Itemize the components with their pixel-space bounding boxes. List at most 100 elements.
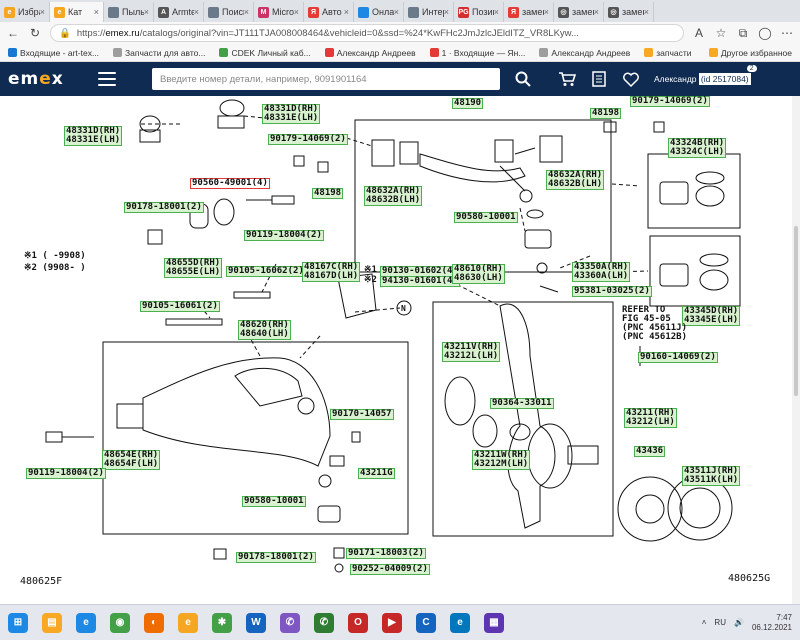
tab-close-icon[interactable]: ×	[293, 7, 299, 17]
bookmark-item[interactable]: Запчасти для авто...	[113, 48, 205, 58]
bookmark-item[interactable]: Другое избранное	[708, 48, 792, 58]
part-label[interactable]: 90580-10001	[242, 496, 306, 507]
tab-close-icon[interactable]: ×	[443, 7, 449, 17]
part-label[interactable]: 90179-14069(2)	[630, 96, 710, 107]
browser-tab[interactable]: AArmtek×	[154, 2, 204, 22]
tab-close-icon[interactable]: ×	[593, 7, 599, 17]
more-menu-icon[interactable]: ⋯	[781, 26, 793, 40]
part-label[interactable]: 48620(RH)48640(LH)	[238, 320, 291, 340]
clock[interactable]: 7:47 06.12.2021	[752, 613, 792, 633]
part-label[interactable]: 43350A(RH)43360A(LH)	[572, 262, 631, 282]
part-label[interactable]: 48632A(RH)48632B(LH)	[364, 186, 423, 206]
part-label[interactable]: 90178-18001(2)	[124, 202, 204, 213]
tab-close-icon[interactable]: ×	[143, 7, 149, 17]
language-indicator[interactable]: RU	[714, 618, 726, 627]
ccleaner-app-icon[interactable]: C	[416, 612, 436, 633]
word-app-icon[interactable]: W	[246, 612, 266, 633]
tab-close-icon[interactable]: ×	[643, 7, 649, 17]
url-field[interactable]: 🔒 https:// emex.ru /catalogs/original?vi…	[50, 24, 684, 42]
opera-app-icon[interactable]: O	[348, 612, 368, 633]
start-app-icon[interactable]: ⊞	[8, 612, 28, 633]
part-label[interactable]: 48331D(RH)48331E(LH)	[262, 104, 321, 124]
tab-close-icon[interactable]: ×	[343, 7, 349, 17]
part-label[interactable]: 90119-18004(2)	[244, 230, 324, 241]
files-app-icon[interactable]: ▤	[42, 612, 62, 633]
bookmark-item[interactable]: Входящие - art-tex...	[8, 48, 99, 58]
part-label[interactable]: 43211V(RH)43212L(LH)	[442, 342, 501, 362]
user-account[interactable]: Александр (id 2517084) 2	[654, 65, 757, 85]
part-label[interactable]: 48198	[312, 188, 344, 199]
part-label[interactable]: 90560-49001(4)	[190, 178, 270, 189]
bookmark-item[interactable]: CDEK Личный каб...	[219, 48, 311, 58]
back-arrow-icon[interactable]: ←	[7, 26, 19, 40]
part-label[interactable]: 90160-14069(2)	[638, 352, 718, 363]
tab-close-icon[interactable]: ×	[543, 7, 549, 17]
browser-tab[interactable]: eИзбран×	[0, 2, 50, 22]
collections-icon[interactable]: ⧉	[738, 25, 748, 40]
tab-close-icon[interactable]: ×	[193, 7, 199, 17]
part-label[interactable]: 95381-03025(2)	[572, 286, 652, 297]
browser-tab[interactable]: ◎замен×	[554, 2, 604, 22]
part-label[interactable]: 48198	[590, 108, 622, 119]
bookmark-item[interactable]: запчасти	[644, 48, 692, 58]
part-label[interactable]: 90179-14069(2)	[268, 134, 348, 145]
orders-list-icon[interactable]	[590, 70, 608, 88]
part-label[interactable]: 48632A(RH)48632B(LH)	[546, 170, 605, 190]
emex-app-icon[interactable]: e	[178, 612, 198, 633]
cart-icon[interactable]	[558, 70, 576, 88]
part-label[interactable]: 43211G	[358, 468, 395, 479]
reload-icon[interactable]: ↻	[29, 26, 41, 40]
part-label[interactable]: 48654E(RH)48654F(LH)	[102, 450, 161, 470]
part-label[interactable]: 43436	[634, 446, 666, 457]
scrollbar-thumb[interactable]	[794, 226, 798, 396]
tab-close-icon[interactable]: ×	[493, 7, 499, 17]
part-label[interactable]: 43324B(RH)43324C(LH)	[668, 138, 727, 158]
part-label[interactable]: 90364-33011	[490, 398, 554, 409]
part-label[interactable]: 94130-01601(4)	[380, 276, 460, 287]
part-label[interactable]: 43211(RH)43212(LH)	[624, 408, 677, 428]
volume-icon[interactable]: 🔊	[733, 618, 744, 627]
part-label[interactable]: 48190	[452, 98, 484, 109]
part-label[interactable]: 43345D(RH)43345E(LH)	[682, 306, 741, 326]
tab-close-icon[interactable]: ×	[93, 7, 99, 17]
menu-hamburger-icon[interactable]	[98, 72, 116, 86]
bookmark-item[interactable]: Александр Андреев	[324, 48, 416, 58]
bookmark-item[interactable]: Александр Андреев	[539, 48, 630, 58]
browser-tab[interactable]: PGПозици×	[454, 2, 504, 22]
emex-logo[interactable]: emex	[8, 69, 64, 89]
read-aloud-icon[interactable]: A	[694, 26, 703, 40]
tab-close-icon[interactable]: ×	[39, 7, 45, 17]
part-label[interactable]: 90171-18003(2)	[346, 548, 426, 559]
edge2-app-icon[interactable]: e	[450, 612, 470, 633]
tab-close-icon[interactable]: ×	[393, 7, 399, 17]
part-label[interactable]: 43511J(RH)43511K(LH)	[682, 466, 741, 486]
browser-tab[interactable]: Интерн×	[404, 2, 454, 22]
browser-tab[interactable]: Поиск×	[204, 2, 254, 22]
part-label[interactable]: 90178-18001(2)	[236, 552, 316, 563]
heart-icon[interactable]	[622, 70, 640, 88]
browser-tab[interactable]: ◎замен×	[604, 2, 654, 22]
part-label[interactable]: 90252-04009(2)	[350, 564, 430, 575]
app12-app-icon[interactable]: ▶	[382, 612, 402, 633]
part-label[interactable]: 48167C(RH)48167D(LH)	[302, 262, 361, 282]
part-search-input[interactable]: Введите номер детали, например, 90919011…	[152, 68, 500, 90]
part-label[interactable]: 90580-10001	[454, 212, 518, 223]
page-scrollbar[interactable]	[792, 96, 800, 604]
viber-app-icon[interactable]: ✆	[280, 612, 300, 633]
bookmark-item[interactable]: 1 · Входящие — Ян...	[429, 48, 525, 58]
tray-chevron-icon[interactable]: ˄	[701, 618, 707, 627]
firefox-app-icon[interactable]: ◐	[144, 612, 164, 633]
favorite-star-icon[interactable]: ☆	[715, 26, 727, 40]
whatsapp-app-icon[interactable]: ✆	[314, 612, 334, 633]
tab-close-icon[interactable]: ×	[243, 7, 249, 17]
app15-app-icon[interactable]: ▦	[484, 612, 504, 633]
profile-icon[interactable]: ◯	[758, 26, 772, 40]
app7-app-icon[interactable]: ✱	[212, 612, 232, 633]
part-label[interactable]: 90105-16061(2)	[140, 301, 220, 312]
browser-tab[interactable]: Пыльн×	[104, 2, 154, 22]
part-label[interactable]: 48331D(RH)48331E(LH)	[64, 126, 123, 146]
chrome-app-icon[interactable]: ◉	[110, 612, 130, 633]
part-label[interactable]: 90105-16062(2)	[226, 266, 306, 277]
